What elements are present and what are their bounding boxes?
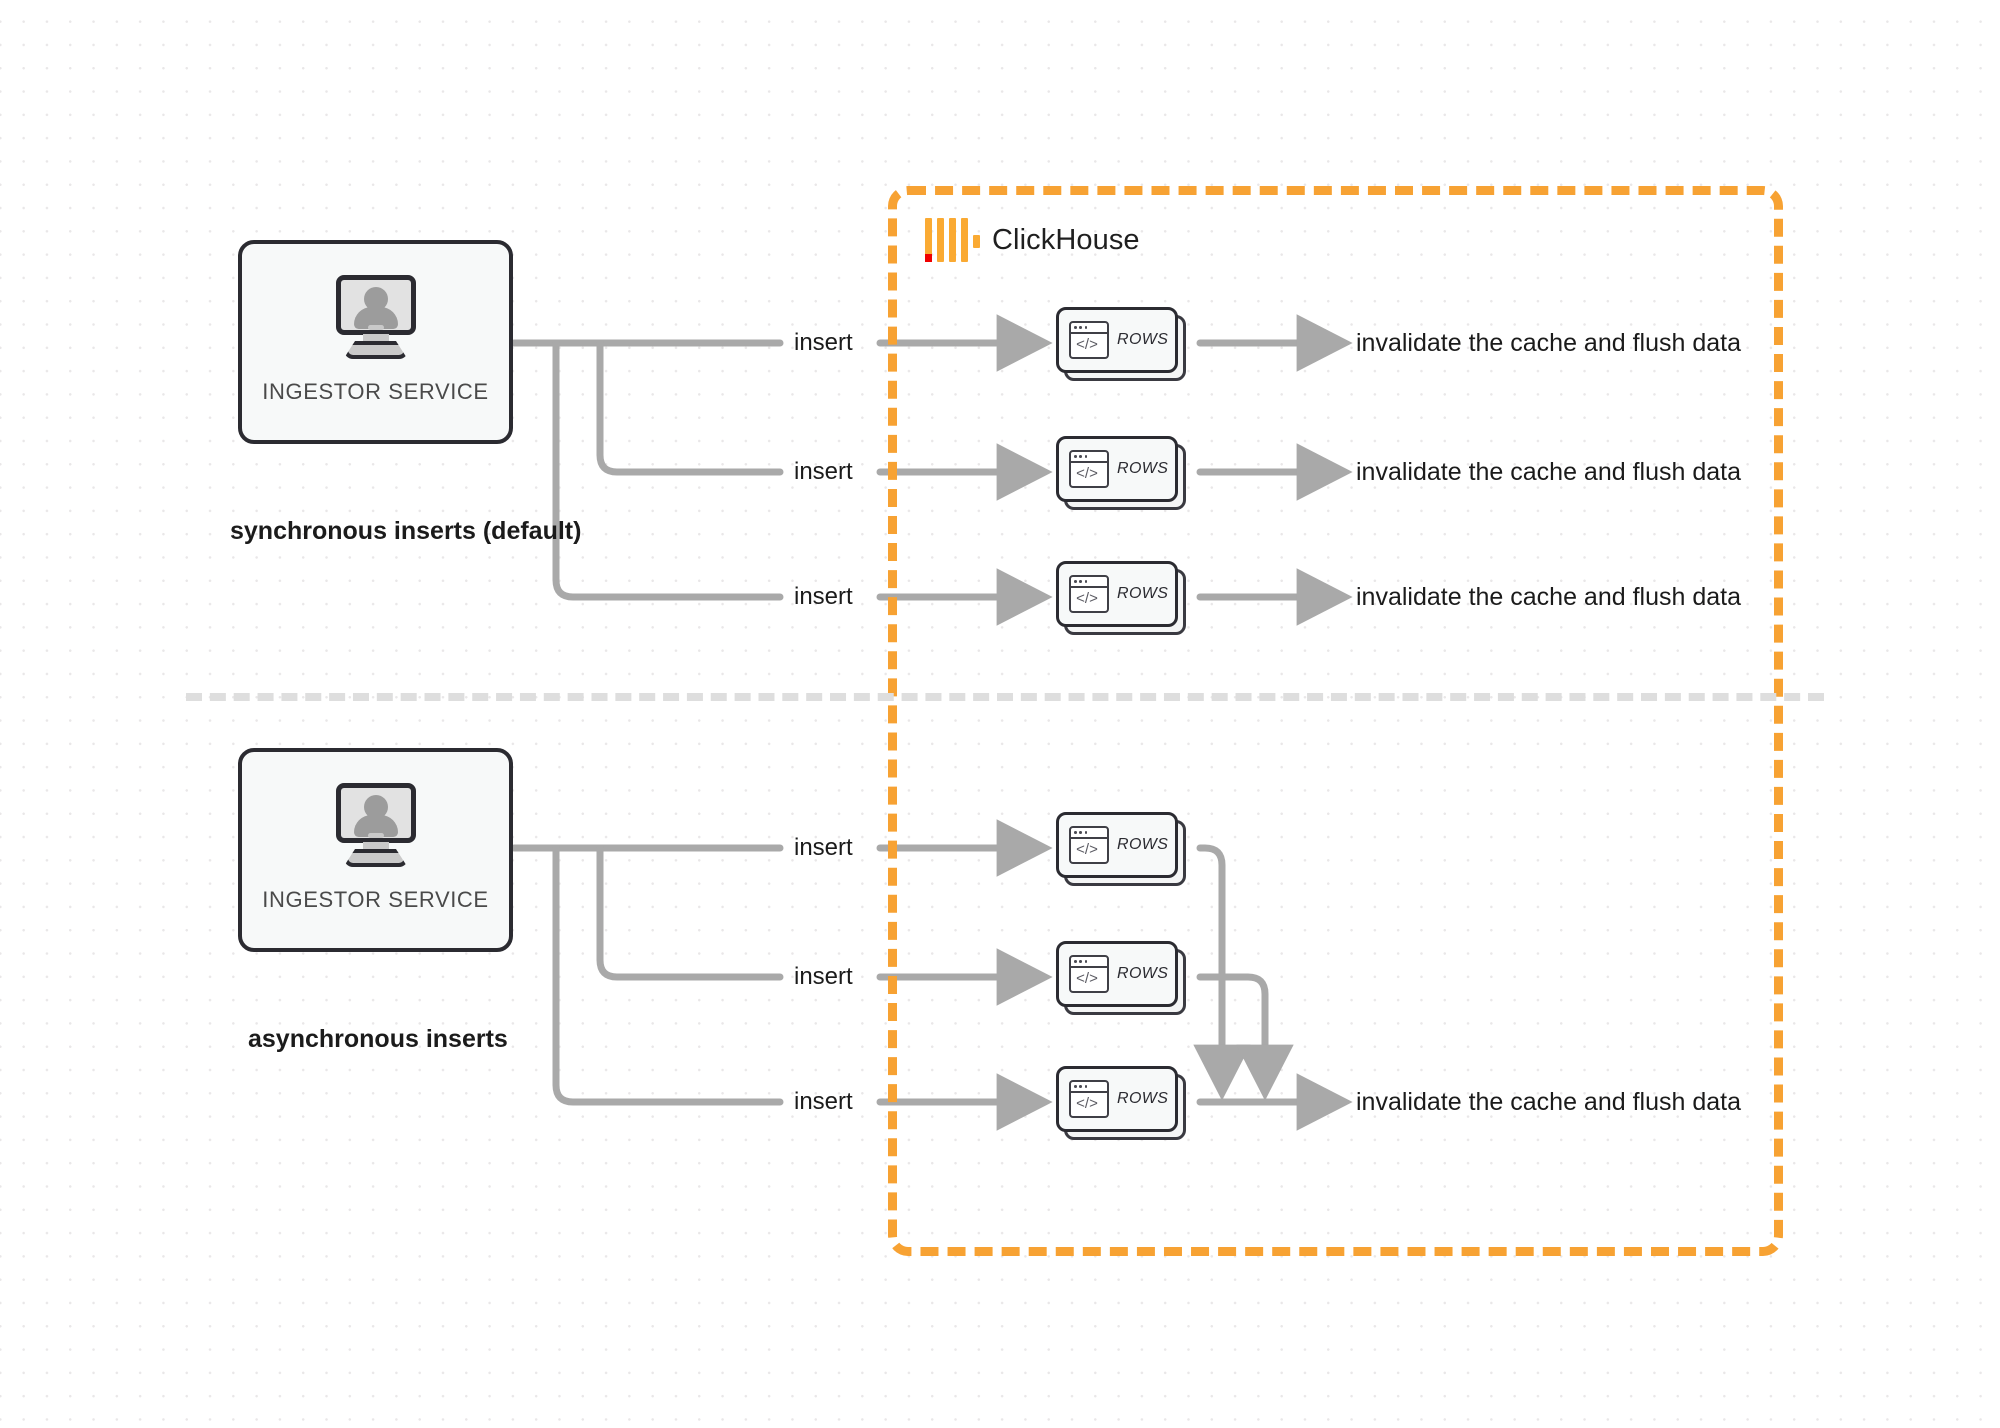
- section-divider: [186, 693, 1824, 701]
- code-glyph: </>: [1076, 465, 1098, 482]
- code-glyph: </>: [1076, 970, 1098, 987]
- rows-label: ROWS: [1117, 836, 1169, 853]
- ingestor-service-label-sync: INGESTOR SERVICE: [262, 379, 489, 404]
- monitor-user-icon: [330, 275, 422, 361]
- rows-node-sync-3[interactable]: </> ROWS: [1056, 561, 1186, 635]
- code-glyph: </>: [1076, 1095, 1098, 1112]
- ingestor-service-sync[interactable]: INGESTOR SERVICE: [238, 240, 513, 444]
- clickhouse-logo-icon: [925, 218, 980, 262]
- rows-label: ROWS: [1117, 585, 1169, 602]
- edge-label-insert-async-1: insert: [794, 834, 853, 861]
- edge-label-insert-async-3: insert: [794, 1088, 853, 1115]
- edge-label-insert-sync-3: insert: [794, 583, 853, 610]
- caption-async: asynchronous inserts: [248, 1025, 508, 1053]
- rows-label: ROWS: [1117, 965, 1169, 982]
- code-window-icon: </>: [1069, 1080, 1109, 1118]
- edge-label-insert-sync-1: insert: [794, 329, 853, 356]
- flush-label-sync-2: invalidate the cache and flush data: [1356, 458, 1741, 486]
- flush-label-sync-3: invalidate the cache and flush data: [1356, 583, 1741, 611]
- rows-node-sync-2[interactable]: </> ROWS: [1056, 436, 1186, 510]
- clickhouse-brand-label: ClickHouse: [992, 223, 1140, 256]
- code-window-icon: </>: [1069, 955, 1109, 993]
- ingestor-service-async[interactable]: INGESTOR SERVICE: [238, 748, 513, 952]
- rows-node-async-2[interactable]: </> ROWS: [1056, 941, 1186, 1015]
- monitor-user-icon: [330, 783, 422, 869]
- flush-label-sync-1: invalidate the cache and flush data: [1356, 329, 1741, 357]
- edge-label-insert-async-2: insert: [794, 963, 853, 990]
- code-glyph: </>: [1076, 336, 1098, 353]
- ingestor-service-label-async: INGESTOR SERVICE: [262, 887, 489, 912]
- code-window-icon: </>: [1069, 450, 1109, 488]
- code-window-icon: </>: [1069, 321, 1109, 359]
- rows-node-async-1[interactable]: </> ROWS: [1056, 812, 1186, 886]
- code-glyph: </>: [1076, 590, 1098, 607]
- code-window-icon: </>: [1069, 575, 1109, 613]
- edge-label-insert-sync-2: insert: [794, 458, 853, 485]
- rows-node-async-3[interactable]: </> ROWS: [1056, 1066, 1186, 1140]
- rows-label: ROWS: [1117, 1090, 1169, 1107]
- rows-node-sync-1[interactable]: </> ROWS: [1056, 307, 1186, 381]
- flush-label-async-merged: invalidate the cache and flush data: [1356, 1088, 1741, 1116]
- clickhouse-brand: ClickHouse: [925, 218, 1140, 262]
- clickhouse-boundary: [888, 186, 1783, 1256]
- code-glyph: </>: [1076, 841, 1098, 858]
- rows-label: ROWS: [1117, 331, 1169, 348]
- code-window-icon: </>: [1069, 826, 1109, 864]
- rows-label: ROWS: [1117, 460, 1169, 477]
- caption-sync: synchronous inserts (default): [230, 517, 582, 545]
